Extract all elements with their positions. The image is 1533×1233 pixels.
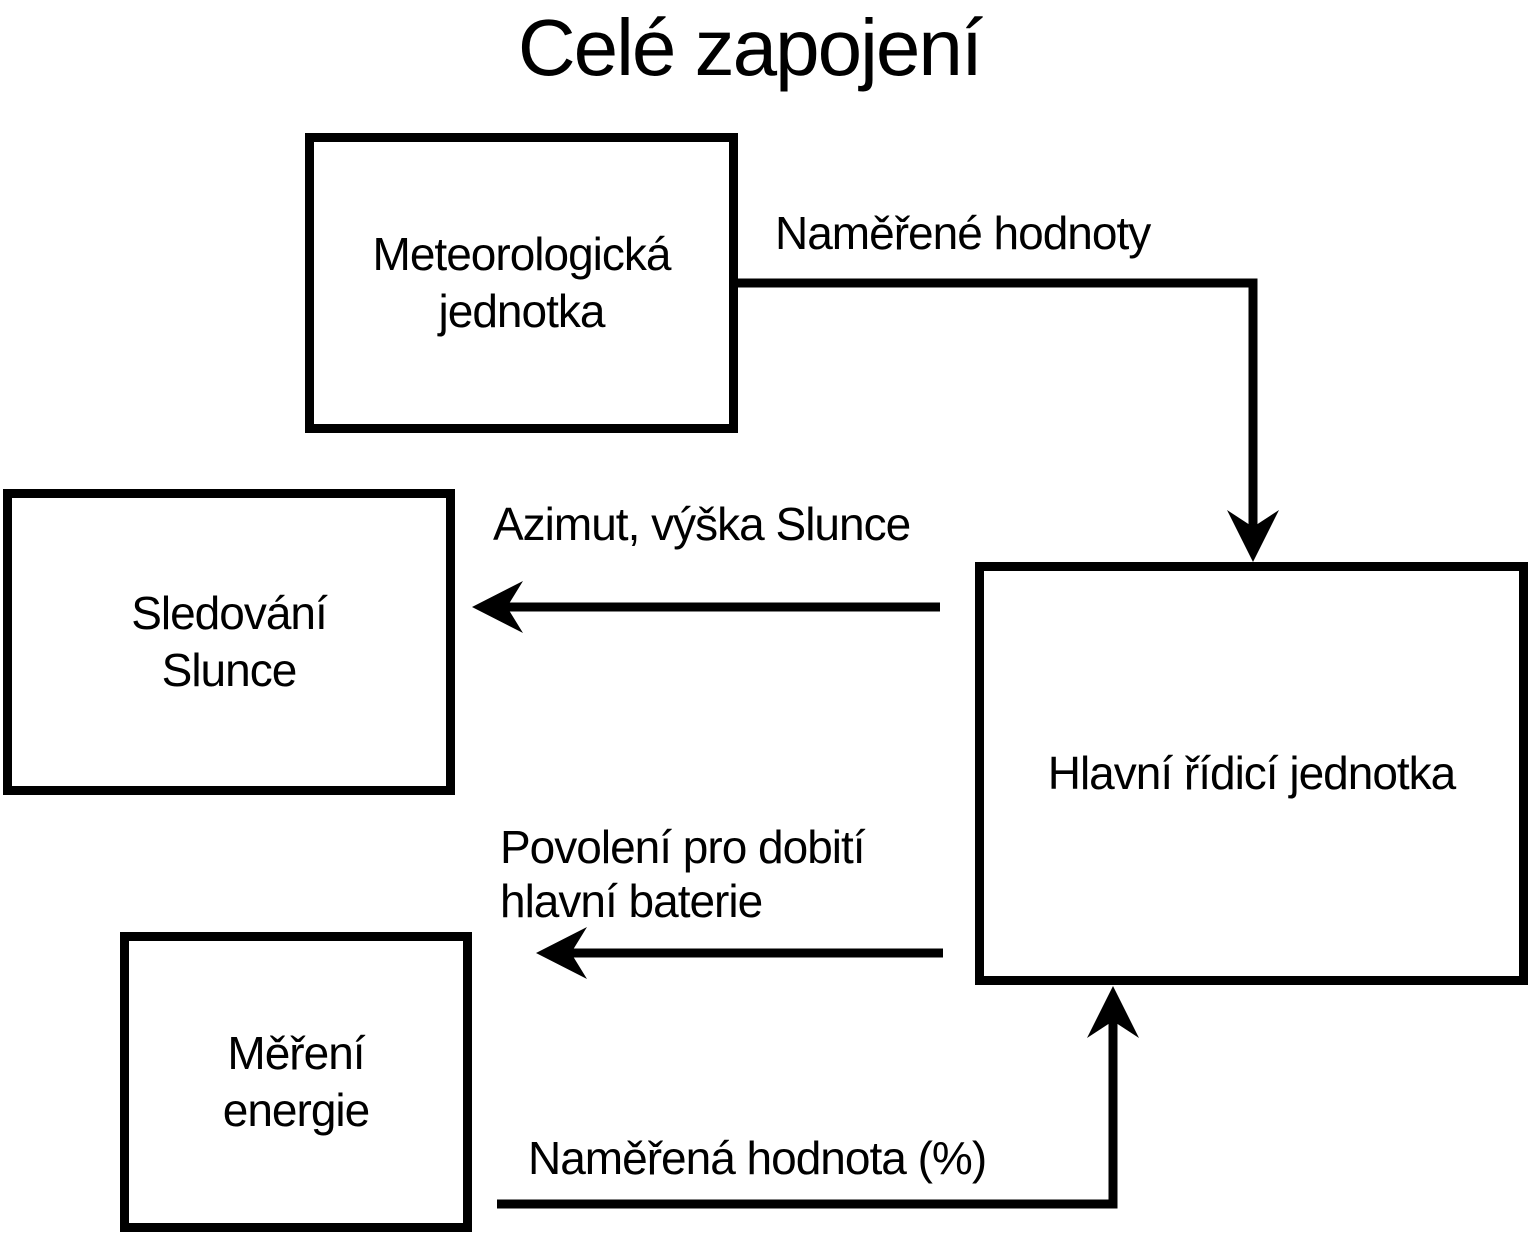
arrow-line [737, 278, 1258, 527]
node-label: Sledování Slunce [131, 585, 328, 700]
edge-label-line: hlavní baterie [500, 875, 763, 927]
node-meteorologicka-jednotka: Meteorologická jednotka [305, 133, 738, 433]
node-mereni-energie: Měření energie [120, 932, 472, 1232]
node-label: Hlavní řídicí jednotka [1047, 745, 1457, 803]
node-label: Meteorologická jednotka [372, 226, 672, 341]
node-sledovani-slunce: Sledování Slunce [3, 489, 455, 795]
arrow-namerene-hodnoty [737, 278, 1279, 562]
edge-label-line: Povolení pro dobití [500, 821, 866, 873]
node-label-line: Sledování [131, 586, 328, 639]
node-label-line: Meteorologická [372, 227, 672, 280]
arrow-namerena-hodnota [497, 986, 1139, 1209]
arrowhead-left-icon [472, 581, 523, 633]
node-label-line: Měření [227, 1026, 365, 1079]
arrowhead-down-icon [1227, 510, 1279, 562]
edge-label-namerena-hodnota: Naměřená hodnota (%) [528, 1132, 987, 1184]
node-label-line: Slunce [161, 644, 298, 696]
arrow-line [497, 1021, 1118, 1209]
node-label: Měření energie [222, 1025, 370, 1140]
node-hlavni-ridici-jednotka: Hlavní řídicí jednotka [975, 562, 1528, 985]
edge-label-azimut-vyska: Azimut, výška Slunce [493, 498, 911, 550]
node-label-line: energie [222, 1084, 370, 1136]
arrow-povoleni-dobiti [536, 927, 943, 979]
edge-label-povoleni-dobiti: Povolení pro dobití hlavní baterie [500, 820, 866, 928]
arrowhead-left-icon [536, 927, 587, 979]
node-label-line: jednotka [438, 285, 606, 337]
edge-label-namerene-hodnoty: Naměřené hodnoty [775, 207, 1151, 259]
node-label-line: Hlavní řídicí jednotka [1047, 746, 1457, 799]
arrowhead-up-icon [1087, 986, 1139, 1038]
arrow-azimut-vyska [472, 581, 940, 633]
diagram-title: Celé zapojení [517, 3, 983, 92]
